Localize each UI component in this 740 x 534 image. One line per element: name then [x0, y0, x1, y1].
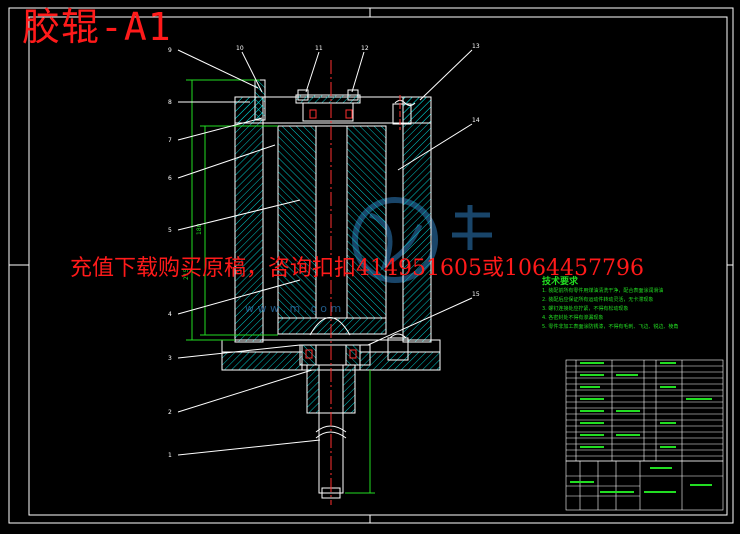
callout-14: 14 [472, 117, 480, 124]
callout-2: 2 [168, 409, 172, 416]
drawing-title: 胶辊-A1 [22, 5, 172, 49]
callout-4: 4 [168, 311, 172, 318]
callout-11: 11 [315, 45, 323, 52]
tech-requirement: 1. 装配前所有零件用煤油清洗干净，配合表面涂润滑油 [542, 288, 664, 294]
callout-5: 5 [168, 227, 172, 234]
callout-6: 6 [168, 175, 172, 182]
tech-requirement: 5. 零件非加工表面涂防锈漆，不得有毛刺、飞边、锐边、棱角 [542, 324, 679, 330]
tech-requirement: 4. 各密封处不得有渗漏现象 [542, 315, 604, 321]
inner-border [28, 16, 728, 516]
callout-3: 3 [168, 355, 172, 362]
callout-10: 10 [236, 45, 244, 52]
centering-marks [9, 8, 733, 523]
callout-13: 13 [472, 43, 480, 50]
purchase-banner: 充值下载购买原稿，咨询扣扣414951605或1064457796 [70, 256, 644, 281]
parts-list-entries [580, 362, 712, 448]
title-block-entries [570, 467, 712, 493]
callout-1: 1 [168, 452, 172, 459]
callout-7: 7 [168, 137, 172, 144]
callout-12: 12 [361, 45, 369, 52]
tech-requirements-title: 技术要求 [542, 277, 579, 287]
tech-requirements-list: 1. 装配前所有零件用煤油清洗干净，配合表面涂润滑油 2. 装配后应保证所有运动… [542, 287, 692, 332]
housing [234, 96, 432, 343]
watermark-text: w w w . m . c o m [245, 302, 341, 315]
parts-list [565, 359, 724, 462]
seal-markings [305, 109, 357, 359]
tech-requirement: 3. 螺钉连接处应拧紧，不得有松动现象 [542, 306, 629, 312]
title-block [565, 460, 724, 511]
callout-15: 15 [472, 291, 480, 298]
dimensions [186, 79, 375, 494]
dimension-outer: 215 [183, 268, 190, 280]
callout-9: 9 [168, 47, 172, 54]
callout-leaders [177, 49, 473, 456]
dimension-inner: 180 [196, 223, 203, 235]
tech-requirement: 2. 装配后应保证所有运动件转动灵活，无卡滞现象 [542, 297, 654, 303]
callout-8: 8 [168, 99, 172, 106]
